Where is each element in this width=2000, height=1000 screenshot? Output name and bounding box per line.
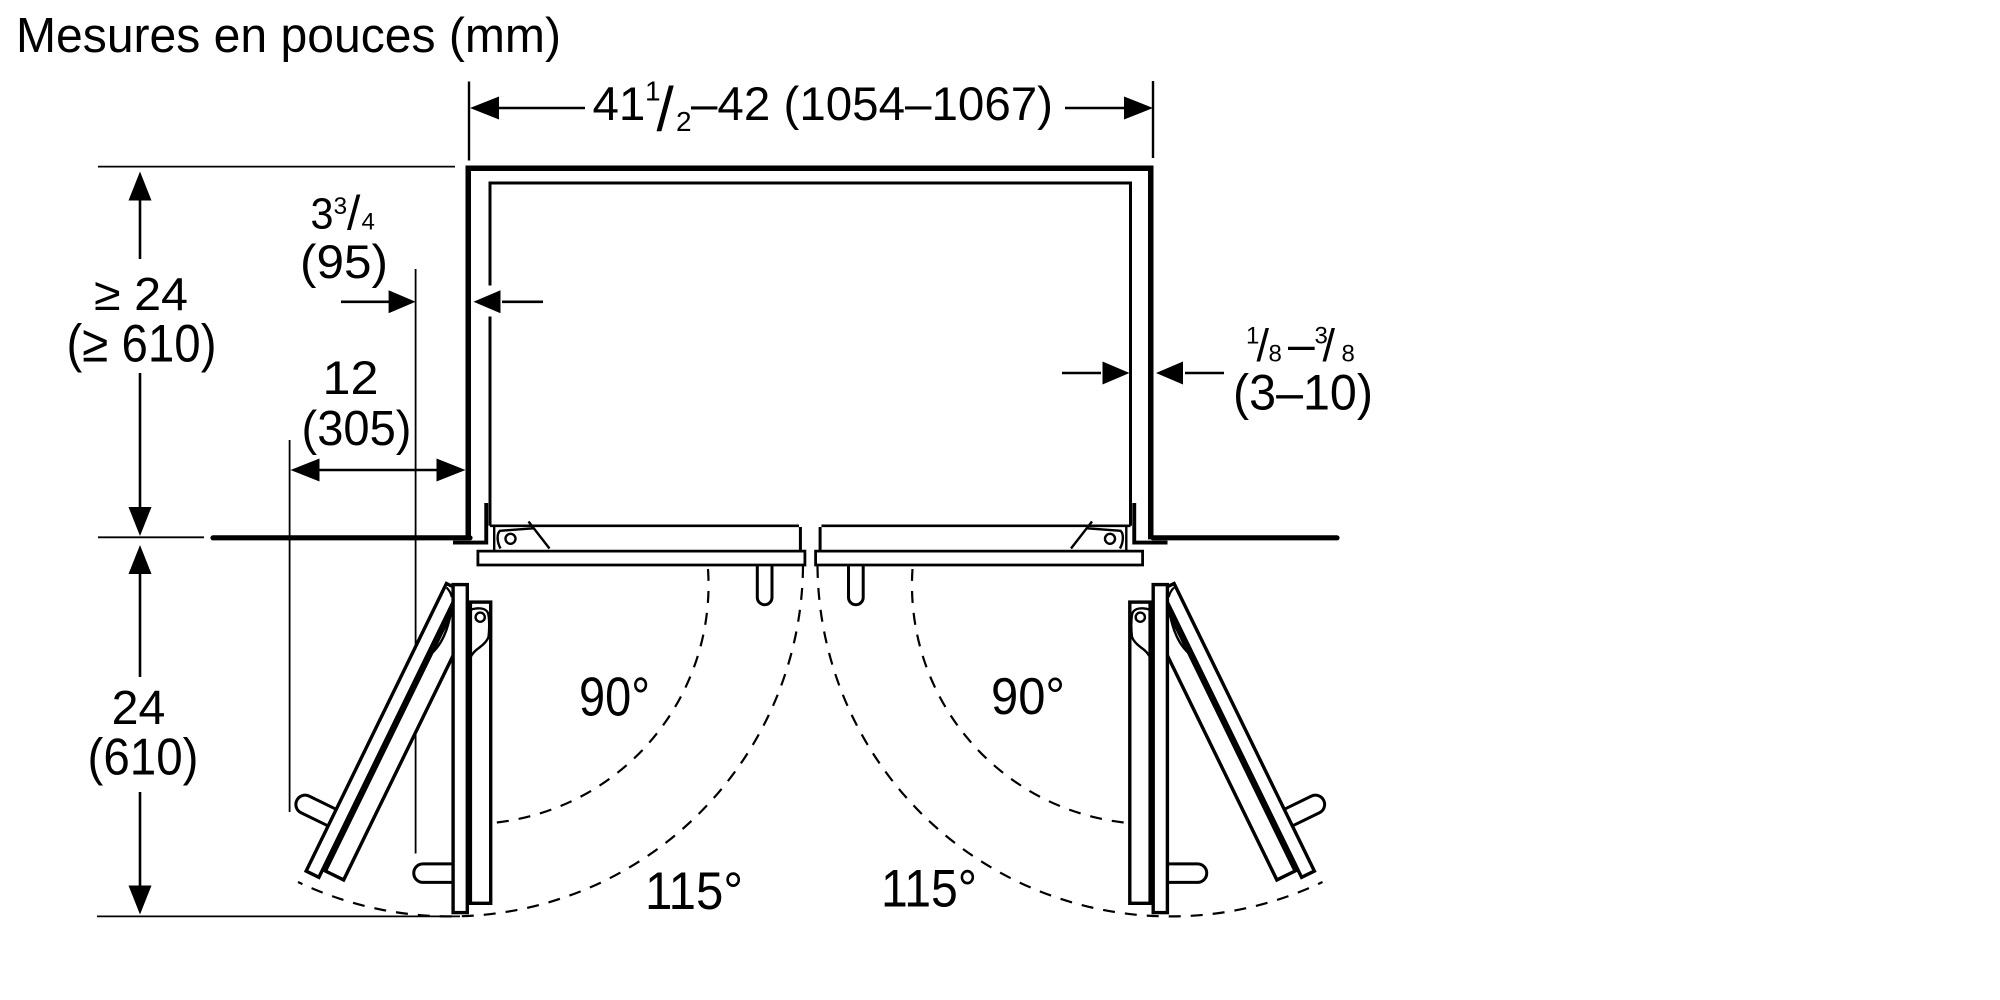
- svg-text:3: 3: [311, 190, 334, 239]
- svg-text:/: /: [1257, 320, 1270, 371]
- svg-text:8: 8: [1269, 341, 1282, 368]
- svg-text:≥ 24: ≥ 24: [94, 268, 188, 320]
- svg-text:115°: 115°: [881, 861, 977, 919]
- svg-text:3: 3: [1315, 323, 1328, 350]
- svg-text:/: /: [657, 76, 675, 145]
- svg-text:90°: 90°: [579, 666, 650, 728]
- svg-text:(≥ 610): (≥ 610): [67, 315, 217, 374]
- svg-text:Mesures en pouces (mm): Mesures en pouces (mm): [16, 9, 561, 63]
- svg-text:1: 1: [1246, 323, 1259, 350]
- svg-text:(3–10): (3–10): [1233, 364, 1373, 421]
- svg-text:–: –: [1288, 319, 1315, 372]
- svg-text:90°: 90°: [991, 668, 1065, 726]
- svg-text:8: 8: [1342, 341, 1355, 368]
- svg-text:115°: 115°: [645, 862, 743, 921]
- svg-text:/: /: [1323, 320, 1336, 371]
- svg-text:(305): (305): [302, 401, 412, 456]
- svg-text:3: 3: [334, 193, 348, 220]
- svg-text:4: 4: [362, 209, 375, 236]
- svg-text:2: 2: [676, 106, 692, 137]
- svg-text:24: 24: [112, 681, 166, 735]
- svg-text:/: /: [347, 188, 361, 241]
- svg-text:41: 41: [593, 78, 646, 131]
- svg-text:1: 1: [645, 76, 661, 107]
- svg-text:(610): (610): [88, 729, 199, 787]
- svg-text:(95): (95): [300, 236, 388, 289]
- svg-text:12: 12: [323, 352, 379, 405]
- svg-text:–42 (1054–1067): –42 (1054–1067): [691, 78, 1053, 131]
